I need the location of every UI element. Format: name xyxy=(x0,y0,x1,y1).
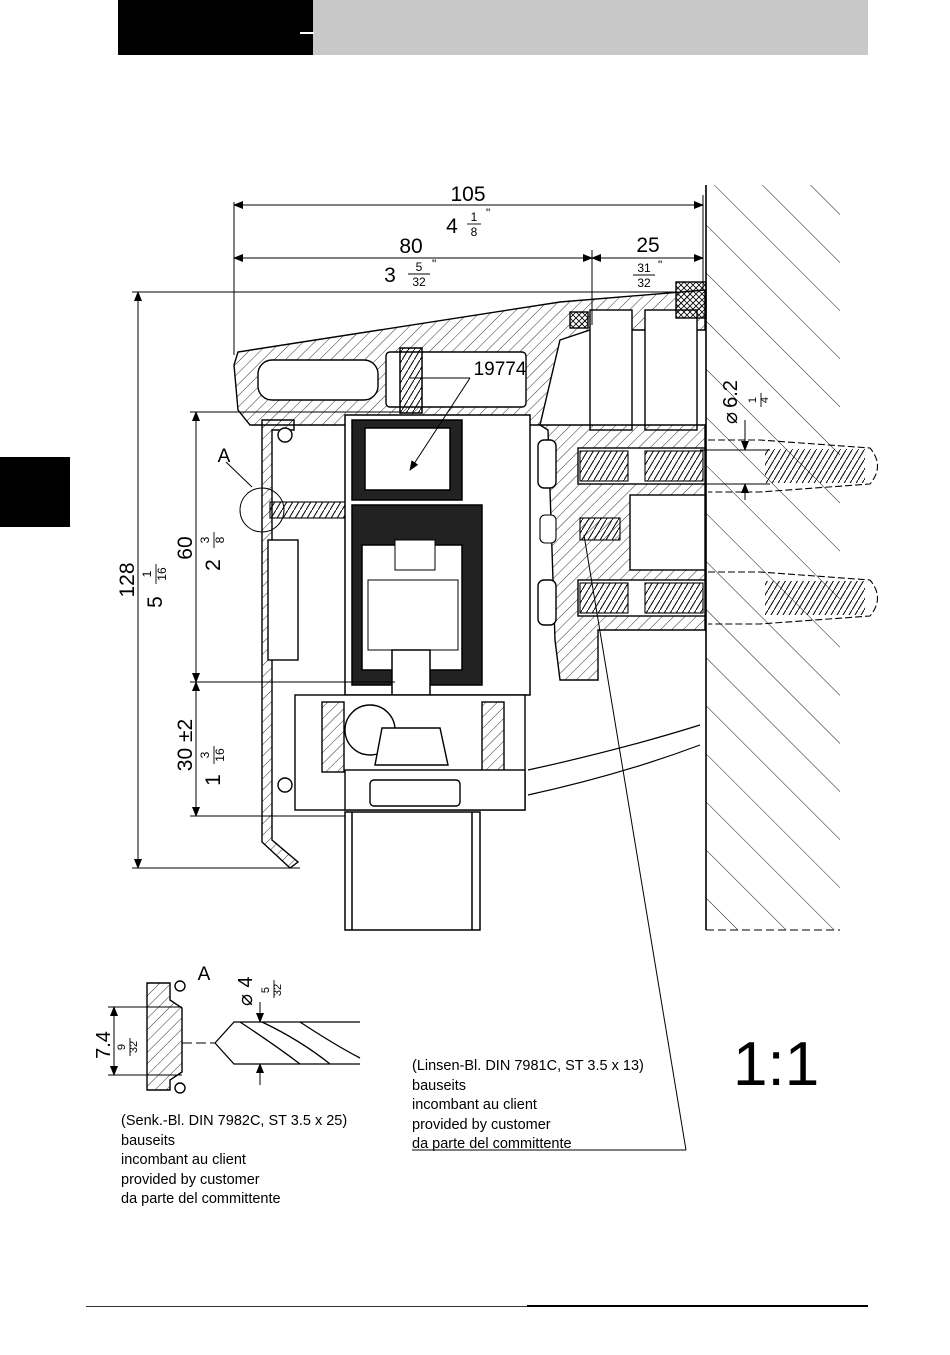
dim-detail-height-in-num: 9 xyxy=(116,1044,128,1050)
dim-right-width-mm: 25 xyxy=(636,234,659,257)
dim-left-width-mm: 80 xyxy=(399,235,422,258)
dim-overall-width xyxy=(233,195,704,355)
dim-total-height-in-num: 1 xyxy=(140,570,154,577)
drill-diameter-symbol: ⌀ xyxy=(235,994,257,1006)
dim-lower-height-in-num: 3 xyxy=(198,751,212,758)
left-note-line: incombant au client xyxy=(121,1152,246,1168)
detail-a-leader xyxy=(225,461,253,488)
front-cover xyxy=(261,419,300,869)
drive-mechanism xyxy=(294,694,526,811)
dim-overall-width-mm: 105 xyxy=(450,183,485,206)
dim-overall-width-in-whole: 4 xyxy=(446,215,458,238)
wall-anchor-upper xyxy=(579,439,879,493)
left-note-line: bauseits xyxy=(121,1132,176,1149)
dim-left-width-in-whole: 3 xyxy=(384,264,396,287)
scale-label: 1:1 xyxy=(733,1030,820,1099)
drill-bit xyxy=(214,1002,361,1085)
dim-left-width-inch-mark: " xyxy=(432,257,436,271)
cable xyxy=(527,724,701,771)
right-note-leader xyxy=(583,534,687,1151)
dim-total-height-in-whole: 5 xyxy=(144,596,167,608)
detail-a-marker: A xyxy=(218,446,231,467)
dim-lower-height xyxy=(190,681,345,817)
detail-a-title: A xyxy=(198,964,211,985)
header-black-block xyxy=(118,0,313,55)
dim-upper-height-in-num: 3 xyxy=(198,536,212,543)
part-number-label: 19774 xyxy=(474,359,527,380)
part-leader-arrow xyxy=(409,377,471,471)
dim-upper-height-mm: 60 xyxy=(174,536,197,559)
dim-overall-width-in-num: 1 xyxy=(471,210,478,224)
dim-upper-height-in-den: 8 xyxy=(213,536,227,543)
dim-right-width-in-num: 31 xyxy=(637,261,651,275)
dim-hole-diameter-in-num: 1 xyxy=(747,397,759,403)
dim-detail-height-mm: 7.4 xyxy=(93,1031,115,1059)
dim-right-width-in-den: 32 xyxy=(637,276,651,290)
dim-detail-height-in-den: 32 xyxy=(128,1041,140,1053)
wall xyxy=(705,185,840,931)
dim-upper-height xyxy=(190,411,400,683)
wall-anchor-lower xyxy=(579,571,879,625)
dim-hole-diameter-in-den: 4 xyxy=(759,397,771,403)
dim-right-width-inch-mark: " xyxy=(658,258,662,272)
dim-left-width xyxy=(233,250,704,325)
dim-upper-height-in-whole: 2 xyxy=(202,559,225,571)
dim-lower-height-in-whole: 1 xyxy=(202,774,225,786)
dim-hole-diameter xyxy=(700,420,770,500)
footer-rule xyxy=(86,1306,868,1307)
right-note-line: da parte del committente xyxy=(412,1136,572,1152)
dim-hole-diameter-mm: 6.2 xyxy=(720,380,742,408)
dim-left-width-in-den: 32 xyxy=(412,275,426,289)
right-note: (Linsen-Bl. DIN 7981C, ST 3.5 x 13) baus… xyxy=(412,1057,644,1155)
detail-a-view xyxy=(108,980,215,1094)
right-note-line: incombant au client xyxy=(412,1097,537,1113)
dim-lower-height-mm: 30 ±2 xyxy=(174,719,197,771)
dim-lower-height-in-den: 16 xyxy=(213,748,227,762)
dim-drill-diameter-in-den: 32 xyxy=(272,984,284,996)
roller xyxy=(344,811,481,931)
left-note: (Senk.-Bl. DIN 7982C, ST 3.5 x 25) bause… xyxy=(121,1112,347,1210)
hole-diameter-symbol: ⌀ xyxy=(720,412,742,424)
dim-overall-width-in-den: 8 xyxy=(471,225,478,239)
cable-edge xyxy=(527,744,701,796)
cover-profile xyxy=(233,281,707,431)
dim-overall-width-inch-mark: " xyxy=(486,206,490,220)
dim-drill-diameter-mm: 4 xyxy=(235,976,257,987)
dim-left-width-in-num: 5 xyxy=(416,260,423,274)
header-grey-bar xyxy=(313,0,868,55)
header-dash xyxy=(300,32,314,34)
left-note-line: (Senk.-Bl. DIN 7982C, ST 3.5 x 25) xyxy=(121,1113,348,1129)
dim-total-height-mm: 128 xyxy=(116,562,139,597)
dim-total-height-in-den: 16 xyxy=(155,567,169,581)
right-note-line: provided by customer xyxy=(412,1116,551,1133)
dim-drill-diameter-in-num: 5 xyxy=(260,987,272,993)
profile-screw xyxy=(539,514,621,544)
motor-housing xyxy=(344,347,531,696)
left-note-line: da parte del committente xyxy=(121,1191,281,1207)
right-note-line: (Linsen-Bl. DIN 7981C, ST 3.5 x 13) xyxy=(412,1058,644,1074)
footer-rule-thick xyxy=(527,1305,868,1307)
left-note-line: provided by customer xyxy=(121,1171,260,1188)
side-section-tab xyxy=(0,457,70,527)
right-note-line: bauseits xyxy=(412,1077,467,1094)
dim-total-height xyxy=(132,291,680,869)
